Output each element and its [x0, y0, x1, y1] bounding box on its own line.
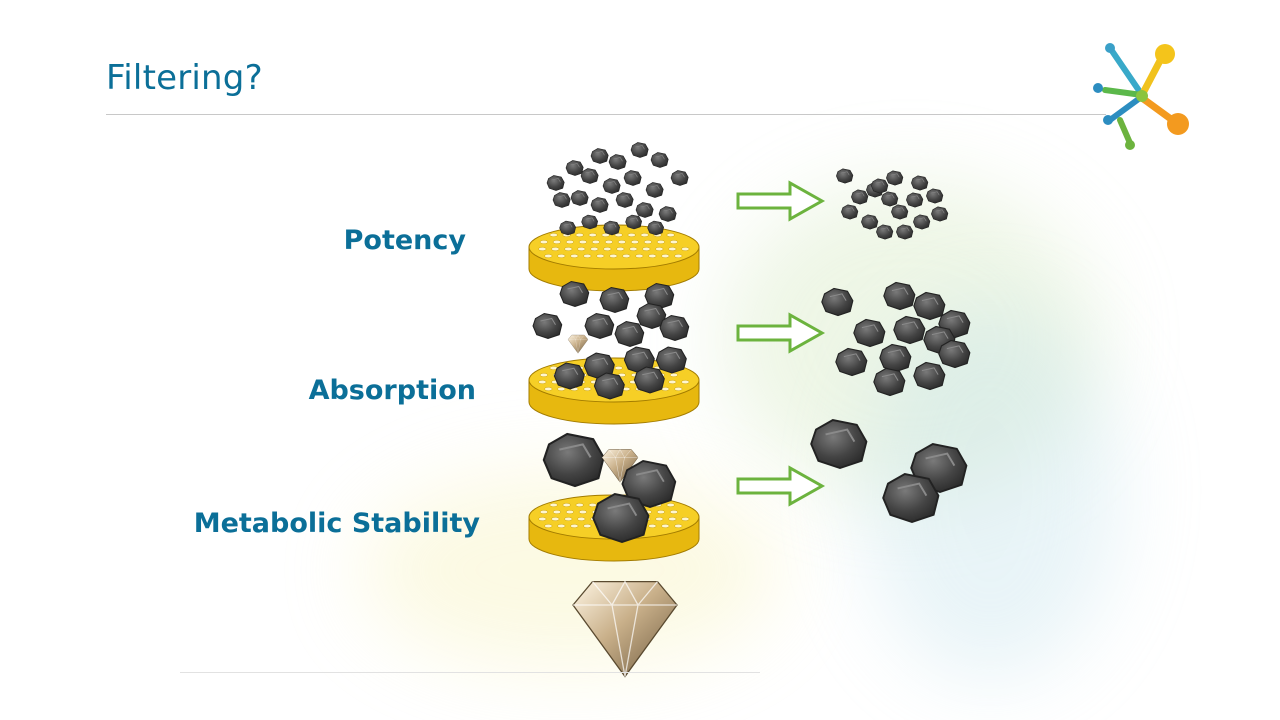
rock-icon — [911, 175, 929, 191]
rock-icon — [584, 312, 615, 340]
rock-icon — [851, 189, 869, 205]
rock-icon — [886, 170, 904, 186]
diamond-icon — [601, 448, 639, 483]
stage-label-metabolic-stability: Metabolic Stability — [193, 508, 480, 539]
rock-icon — [542, 432, 605, 488]
rock-icon — [581, 214, 598, 230]
rock-icon — [655, 346, 687, 374]
rock-icon — [644, 282, 675, 310]
rock-icon — [938, 339, 971, 369]
rock-icon — [861, 214, 879, 230]
rock-icon — [647, 220, 664, 236]
rock-icon — [879, 343, 912, 373]
rock-icon — [658, 206, 677, 222]
rock-icon — [532, 312, 563, 340]
diamond-icon — [567, 334, 589, 354]
rock-icon — [633, 366, 665, 394]
rock-icon — [608, 154, 627, 170]
rock-icon — [841, 204, 859, 220]
rock-icon — [592, 492, 650, 544]
rock-icon — [645, 182, 664, 198]
rock-icon — [599, 286, 630, 314]
rock-icon — [621, 460, 677, 508]
rock-icon — [670, 170, 689, 186]
rock-icon — [810, 418, 868, 470]
rock-icon — [602, 178, 621, 194]
rock-icon — [891, 204, 909, 220]
rock-icon — [614, 320, 645, 348]
rock-icon — [570, 190, 589, 206]
rock-icon — [881, 191, 899, 207]
rock-icon — [565, 160, 584, 176]
rock-icon — [650, 152, 669, 168]
rock-icon — [593, 372, 625, 400]
rock-icon — [821, 287, 854, 317]
rock-icon — [603, 220, 620, 236]
diamond-icon — [572, 580, 678, 678]
rock-icon — [926, 188, 944, 204]
rock-icon — [883, 281, 916, 311]
molecule-logo-icon — [1093, 43, 1189, 150]
rock-icon — [635, 202, 654, 218]
rock-icon — [553, 362, 585, 390]
rock-icon — [590, 148, 609, 164]
slide-bottom-rule — [180, 672, 760, 673]
sieve-disc-icon — [528, 224, 700, 292]
rock-icon — [630, 142, 649, 158]
rock-icon — [873, 367, 906, 397]
rock-icon — [590, 197, 609, 213]
rock-icon — [836, 168, 854, 184]
rock-icon — [623, 346, 655, 374]
arrow-potency — [736, 181, 824, 221]
rock-icon — [876, 224, 894, 240]
rock-icon — [625, 214, 642, 230]
rock-icon — [896, 224, 914, 240]
arrow-absorption — [736, 313, 824, 353]
rock-icon — [546, 175, 565, 191]
rock-icon — [871, 178, 889, 194]
rock-icon — [882, 472, 940, 524]
rock-icon — [835, 347, 868, 377]
rock-icon — [893, 315, 926, 345]
rock-icon — [615, 192, 634, 208]
rock-icon — [913, 214, 931, 230]
rock-icon — [913, 361, 946, 391]
arrow-metabolic-stability — [736, 466, 824, 506]
rock-icon — [552, 192, 571, 208]
rock-icon — [559, 280, 590, 308]
rock-icon — [853, 318, 886, 348]
rock-icon — [906, 192, 924, 208]
rock-icon — [580, 168, 599, 184]
title-divider — [106, 114, 1106, 115]
rock-icon — [931, 206, 949, 222]
rock-icon — [659, 314, 690, 342]
stage-label-potency: Potency — [343, 225, 466, 256]
rock-icon — [559, 220, 576, 236]
stage-label-absorption: Absorption — [308, 375, 476, 406]
slide-title: Filtering? — [106, 58, 263, 98]
rock-icon — [623, 170, 642, 186]
rock-icon — [913, 291, 946, 321]
